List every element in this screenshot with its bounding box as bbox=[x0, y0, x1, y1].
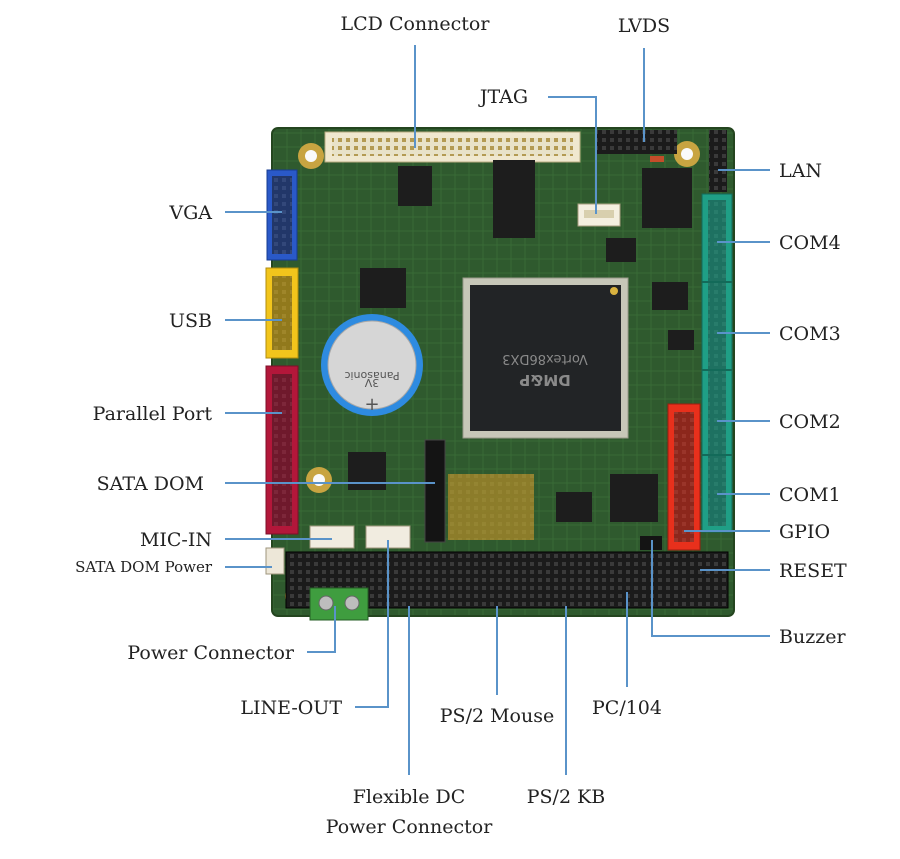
label-gpio: GPIO bbox=[779, 521, 830, 543]
usb-header bbox=[265, 267, 299, 359]
label-sata-dom: SATA DOM bbox=[97, 473, 204, 495]
jtag-connector bbox=[577, 203, 621, 227]
label-vga: VGA bbox=[168, 202, 212, 224]
label-power-connector: Power Connector bbox=[127, 642, 294, 664]
com-headers bbox=[701, 193, 733, 533]
label-parallel-port: Parallel Port bbox=[93, 403, 213, 425]
sata-dom-connector bbox=[424, 439, 446, 543]
label-flexible-dc-power: Power Connector bbox=[326, 816, 493, 838]
rtc-battery: Panasonic 3V + bbox=[321, 314, 423, 416]
label-com4: COM4 bbox=[779, 232, 841, 254]
gpio-header bbox=[667, 403, 701, 551]
chip-brand: DM&P bbox=[519, 371, 570, 389]
label-jtag: JTAG bbox=[478, 86, 528, 108]
label-com2: COM2 bbox=[779, 411, 841, 433]
led bbox=[650, 156, 664, 162]
vga-header bbox=[266, 169, 298, 261]
battery-polarity: + bbox=[364, 394, 379, 415]
sata-dom-power-connector bbox=[265, 547, 285, 575]
label-usb: USB bbox=[169, 310, 212, 332]
lvds-header bbox=[597, 130, 677, 154]
label-buzzer: Buzzer bbox=[779, 626, 846, 648]
label-lan: LAN bbox=[779, 160, 822, 182]
label-sata-dom-power: SATA DOM Power bbox=[75, 558, 213, 576]
leader-lines bbox=[225, 45, 770, 775]
label-line-out: LINE-OUT bbox=[240, 697, 342, 719]
lcd-connector bbox=[324, 131, 581, 163]
label-lcd-connector: LCD Connector bbox=[341, 13, 491, 35]
battery-brand: Panasonic bbox=[344, 369, 399, 382]
power-terminal bbox=[309, 587, 369, 621]
cpu-chip: DM&P Vortex86DX3 bbox=[462, 277, 629, 439]
label-ps2-mouse: PS/2 Mouse bbox=[440, 705, 554, 727]
parallel-port-header bbox=[265, 365, 299, 535]
lan-header bbox=[709, 130, 727, 192]
labels: LCD Connector LVDS JTAG LAN VGA COM4 USB… bbox=[75, 13, 847, 838]
battery-voltage: 3V bbox=[364, 376, 379, 389]
mic-in-connector bbox=[309, 525, 355, 549]
chip-model: Vortex86DX3 bbox=[502, 351, 587, 366]
label-com3: COM3 bbox=[779, 323, 841, 345]
label-mic-in: MIC-IN bbox=[140, 529, 212, 551]
label-lvds: LVDS bbox=[618, 15, 670, 37]
label-pc104: PC/104 bbox=[592, 697, 662, 719]
label-com1: COM1 bbox=[779, 484, 841, 506]
label-ps2-kb: PS/2 KB bbox=[527, 786, 606, 808]
ic-components bbox=[348, 160, 694, 540]
label-flexible-dc: Flexible DC bbox=[353, 786, 466, 808]
label-reset: RESET bbox=[779, 560, 847, 582]
